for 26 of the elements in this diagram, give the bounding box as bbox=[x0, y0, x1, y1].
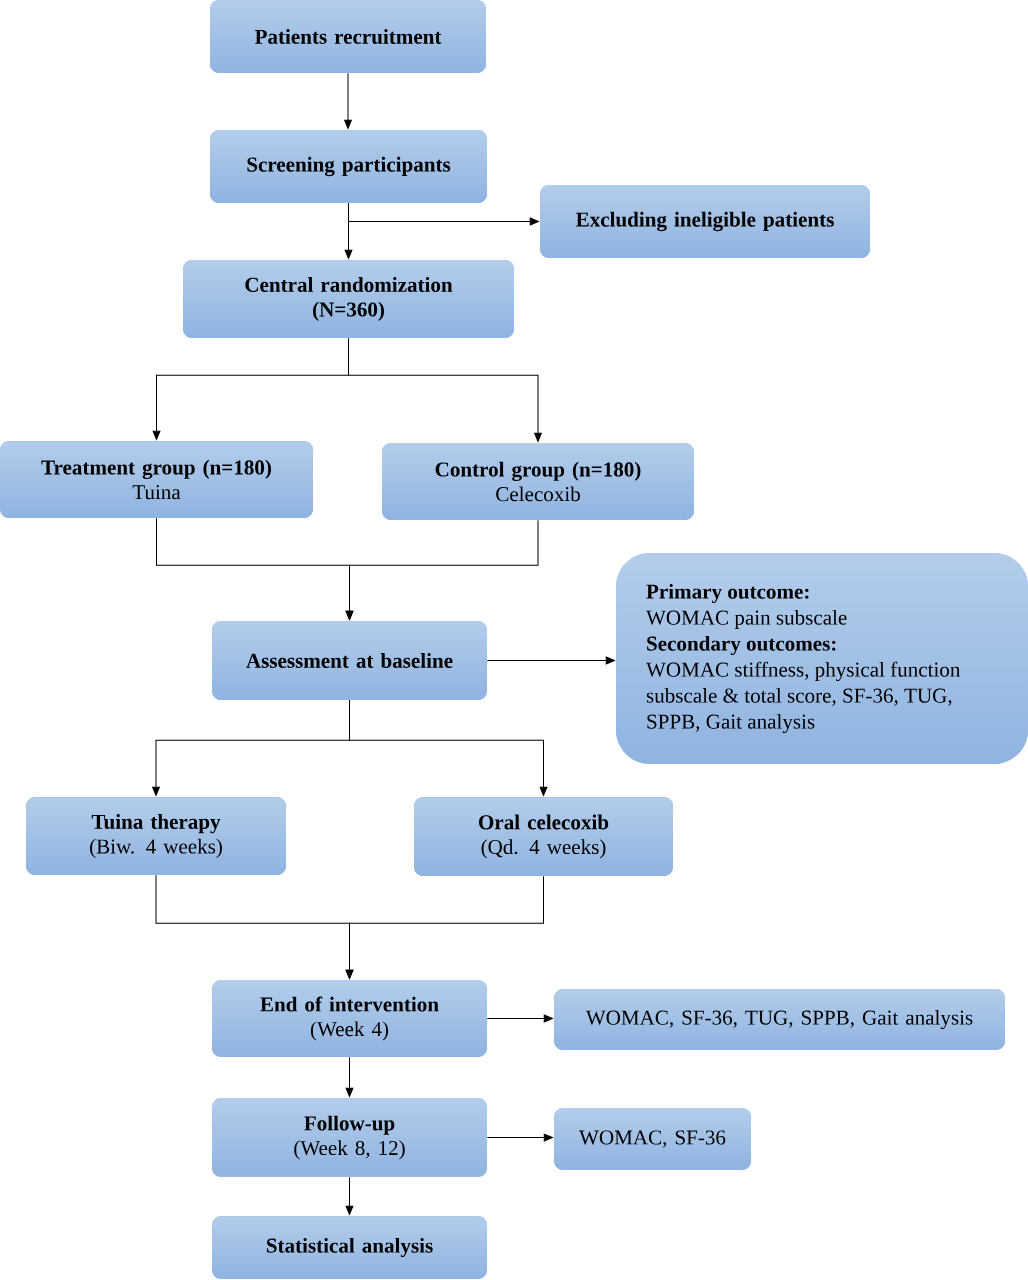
arrow bbox=[349, 699, 548, 796]
arrow bbox=[348, 202, 539, 226]
process-box: Central randomization (N=360) bbox=[183, 260, 514, 338]
arrow bbox=[345, 1176, 354, 1215]
arrow bbox=[345, 875, 544, 979]
process-box: End of intervention (Week 4) bbox=[212, 980, 487, 1057]
arrow bbox=[345, 1056, 354, 1097]
process-box: Patients recruitment bbox=[210, 0, 486, 73]
process-box: Tuina therapy (Biw. 4 weeks) bbox=[26, 797, 286, 875]
outcome-box: Primary outcome: WOMAC pain subscale Secondary outcomes: WOMAC stiffness, physical function subscale & total score, SF-36, TUG, SPPB, Gait analysis bbox=[616, 553, 1028, 764]
outcome-box: WOMAC, SF-36, TUG, SPPB, Gait analysis bbox=[554, 989, 1005, 1050]
process-box: Oral celecoxib (Qd. 4 weeks) bbox=[414, 797, 673, 876]
process-box: Control group (n=180) Celecoxib bbox=[382, 443, 694, 520]
process-box: Excluding ineligible patients bbox=[540, 185, 870, 258]
process-box: Treatment group (n=180) Tuina bbox=[0, 441, 313, 518]
arrow bbox=[486, 656, 615, 665]
process-box: Follow-up (Week 8, 12) bbox=[212, 1098, 487, 1177]
outcome-box: WOMAC, SF-36 bbox=[554, 1108, 751, 1170]
arrow bbox=[486, 1133, 553, 1142]
arrow bbox=[486, 1014, 553, 1023]
arrow bbox=[348, 337, 542, 442]
process-box: Screening participants bbox=[210, 130, 487, 203]
arrow bbox=[344, 72, 352, 129]
process-box: Statistical analysis bbox=[212, 1216, 487, 1279]
process-box: Assessment at baseline bbox=[212, 621, 487, 700]
arrow bbox=[345, 519, 539, 620]
